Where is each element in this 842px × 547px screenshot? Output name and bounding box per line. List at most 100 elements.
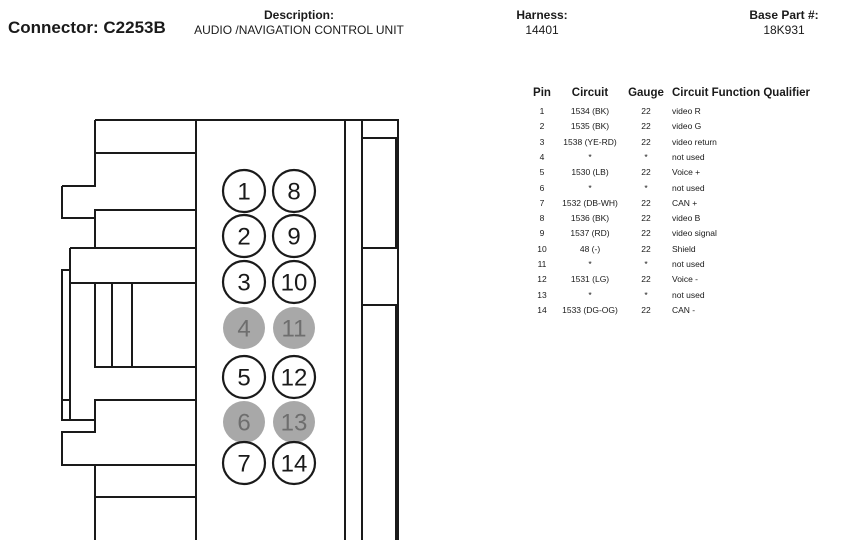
header-gauge: Gauge	[628, 87, 664, 99]
function-cell: video G	[672, 121, 702, 132]
pin-number-label: 7	[237, 451, 250, 478]
circuit-cell: 1530 (LB)	[571, 167, 609, 178]
pin-13: 13	[273, 401, 315, 443]
pin-cell: 3	[539, 136, 545, 147]
pin-11: 11	[273, 307, 315, 349]
function-cell: video signal	[672, 228, 717, 239]
circuit-cell: 1537 (RD)	[570, 228, 610, 239]
description-value: AUDIO /NAVIGATION CONTROL UNIT	[194, 23, 404, 37]
pin-10: 10	[271, 259, 317, 305]
pin-number-label: 14	[281, 451, 308, 478]
harness-label: Harness:	[516, 8, 568, 22]
pin-cell: 7	[539, 197, 545, 208]
base-part-value: 18K931	[763, 23, 805, 37]
gauge-cell: 22	[641, 243, 651, 254]
pin-2: 2	[221, 213, 267, 259]
pin-cell: 5	[539, 167, 545, 178]
gauge-cell: 22	[641, 167, 651, 178]
pin-cell: 9	[539, 228, 545, 239]
pin-circle	[271, 440, 317, 486]
circuit-cell: 1538 (YE-RD)	[563, 136, 617, 147]
pin-cell: 6	[539, 182, 545, 193]
pin-number-label: 13	[281, 410, 308, 437]
pin-number-label: 10	[281, 270, 308, 297]
pin-cell: 8	[539, 213, 545, 224]
pin-number-label: 12	[281, 365, 308, 392]
function-cell: video return	[672, 136, 717, 147]
gauge-cell: *	[644, 151, 648, 162]
circuit-cell: *	[588, 151, 592, 162]
pin-circle	[221, 168, 267, 214]
circuit-cell: 48 (-)	[579, 243, 601, 254]
circuit-cell: 1534 (BK)	[570, 106, 610, 116]
function-cell: Voice -	[672, 274, 698, 285]
harness-block: Harness: 14401	[490, 7, 594, 38]
function-cell: Voice +	[672, 167, 701, 178]
circuit-cell: 1533 (DG-OG)	[562, 304, 618, 315]
gauge-cell: 22	[641, 197, 651, 208]
pin-6: 6	[223, 401, 265, 443]
circuit-cell: *	[588, 182, 592, 193]
pin-cell: 11	[537, 259, 547, 269]
gauge-cell: *	[644, 259, 648, 269]
header-circuit: Circuit	[571, 87, 609, 99]
pin-cell: 4	[539, 151, 545, 162]
function-cell: Shield	[672, 243, 696, 254]
function-cell: CAN -	[672, 304, 696, 315]
pin-number-label: 2	[237, 224, 250, 251]
base-part-label: Base Part #:	[749, 8, 819, 22]
gauge-cell: 22	[641, 304, 651, 315]
circuit-cell: 1531 (LG)	[570, 274, 610, 285]
pin-circle	[223, 307, 265, 349]
circuit-cell: 1535 (BK)	[570, 121, 610, 132]
pin-7: 7	[221, 440, 267, 486]
pin-circle	[221, 440, 267, 486]
pin-14: 14	[271, 440, 317, 486]
harness-value: 14401	[525, 23, 559, 37]
pin-cell: 12	[537, 274, 547, 285]
gauge-cell: *	[644, 289, 648, 300]
gauge-cell: 22	[641, 274, 651, 285]
circuit-cell: *	[588, 289, 592, 300]
circuit-cell: *	[588, 259, 592, 269]
pin-4: 4	[223, 307, 265, 349]
header-function: Circuit Function Qualifier	[672, 87, 811, 99]
pin-circle	[221, 213, 267, 259]
pin-5: 5	[221, 354, 267, 400]
gauge-cell: 22	[641, 136, 651, 147]
pin-circle	[271, 259, 317, 305]
function-cell: not used	[672, 182, 705, 193]
pin-circle	[273, 307, 315, 349]
pin-circle	[221, 354, 267, 400]
pin-cell: 14	[537, 304, 547, 315]
circuit-cell: 1536 (BK)	[570, 213, 610, 224]
function-cell: not used	[672, 259, 705, 269]
pin-number-label: 5	[237, 365, 250, 392]
pin-cell: 13	[537, 289, 547, 300]
gauge-cell: *	[644, 182, 648, 193]
pin-9: 9	[271, 213, 317, 259]
pin-circle	[223, 401, 265, 443]
pin-cell: 1	[539, 106, 545, 116]
pin-1: 1	[221, 168, 267, 214]
pin-number-label: 3	[237, 270, 250, 297]
description-block: Description: AUDIO /NAVIGATION CONTROL U…	[190, 7, 408, 38]
base-part-block: Base Part #: 18K931	[728, 7, 840, 38]
pin-number-label: 6	[237, 410, 250, 437]
function-cell: CAN +	[672, 197, 698, 208]
pin-12: 12	[271, 354, 317, 400]
gauge-cell: 22	[641, 213, 651, 224]
pin-number-label: 11	[282, 316, 307, 343]
gauge-cell: 22	[641, 121, 651, 132]
circuit-cell: 1532 (DB-WH)	[562, 197, 618, 208]
function-cell: not used	[672, 151, 705, 162]
pin-number-label: 1	[237, 179, 250, 206]
gauge-cell: 22	[641, 228, 651, 239]
pin-number-label: 4	[237, 316, 250, 343]
function-cell: not used	[672, 289, 705, 300]
pin-circle	[221, 259, 267, 305]
gauge-cell: 22	[641, 106, 651, 116]
pin-number-label: 8	[287, 179, 300, 206]
